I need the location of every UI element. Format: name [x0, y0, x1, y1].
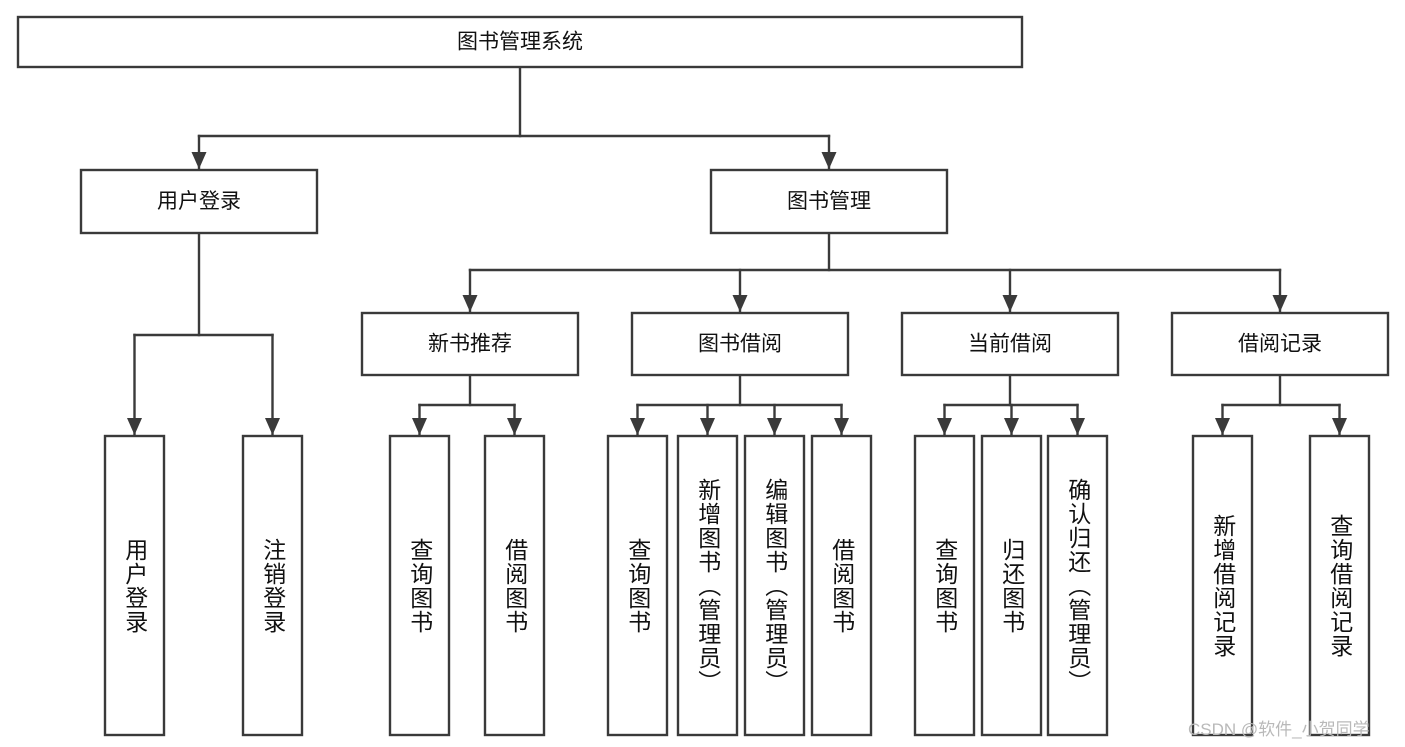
leaf-box-5[interactable] — [676, 434, 739, 737]
level3-box-2[interactable] — [900, 311, 1120, 377]
arrow-head — [1215, 418, 1230, 435]
leaf-box-12[interactable] — [1308, 434, 1371, 737]
leaf-box-1[interactable] — [241, 434, 304, 737]
arrow-head — [834, 418, 849, 435]
arrow-head — [1002, 295, 1018, 312]
connectors-layer — [127, 65, 1347, 437]
leaf-box-7[interactable] — [810, 434, 873, 737]
level3-box-3[interactable] — [1170, 311, 1390, 377]
leaf-box-6[interactable] — [743, 434, 806, 737]
arrow-head — [732, 295, 748, 312]
leaf-box-8[interactable] — [913, 434, 976, 737]
arrow-head — [1272, 295, 1288, 312]
leaf-box-0[interactable] — [103, 434, 166, 737]
arrow-head — [1332, 418, 1347, 435]
root-box-0[interactable] — [16, 15, 1024, 69]
root-label-0: 图书管理系统 — [457, 31, 583, 54]
arrow-head — [412, 418, 427, 435]
level3-label-0: 新书推荐 — [428, 333, 512, 356]
level3-box-0[interactable] — [360, 311, 580, 377]
arrow-head — [630, 418, 645, 435]
arrow-head — [1004, 418, 1019, 435]
leaf-box-9[interactable] — [980, 434, 1043, 737]
arrow-head — [821, 152, 837, 169]
arrow-head — [507, 418, 522, 435]
level2-label-1: 图书管理 — [787, 190, 871, 213]
arrow-head — [462, 295, 478, 312]
leaf-box-11[interactable] — [1191, 434, 1254, 737]
arrow-head — [191, 152, 207, 169]
watermark-text: CSDN @软件_小贺同学 — [1188, 720, 1370, 739]
arrow-head — [1070, 418, 1085, 435]
level2-box-0[interactable] — [79, 168, 319, 235]
level3-label-1: 图书借阅 — [698, 333, 782, 356]
level3-label-2: 当前借阅 — [968, 333, 1052, 356]
leaf-box-3[interactable] — [483, 434, 546, 737]
arrow-head — [265, 418, 280, 435]
level3-label-3: 借阅记录 — [1238, 333, 1322, 356]
leaf-box-2[interactable] — [388, 434, 451, 737]
arrow-head — [700, 418, 715, 435]
arrow-head — [127, 418, 142, 435]
boxes-layer — [16, 15, 1390, 737]
level3-box-1[interactable] — [630, 311, 850, 377]
leaf-box-4[interactable] — [606, 434, 669, 737]
leaf-box-10[interactable] — [1046, 434, 1109, 737]
arrow-head — [937, 418, 952, 435]
level2-label-0: 用户登录 — [157, 190, 241, 213]
level2-box-1[interactable] — [709, 168, 949, 235]
arrow-head — [767, 418, 782, 435]
